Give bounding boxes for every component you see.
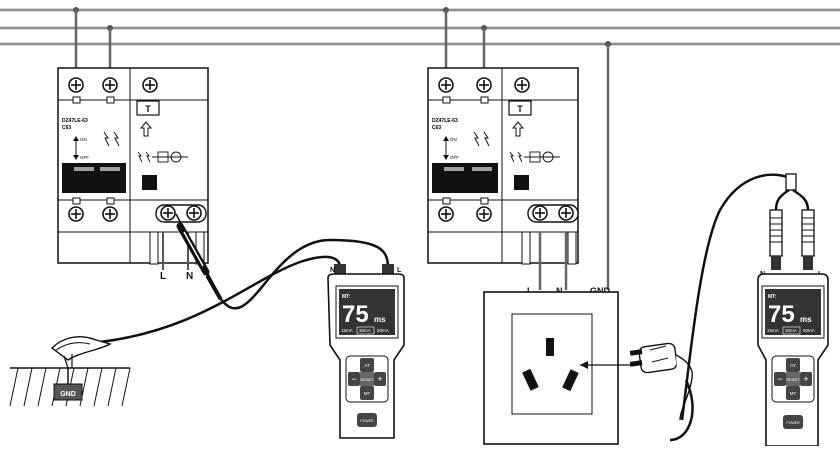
range-15ma: 15mA (767, 328, 779, 333)
cable-probe-to-tester (218, 238, 390, 310)
power-button[interactable]: POWER (786, 421, 800, 425)
reset-button[interactable]: RESET (360, 377, 374, 382)
reset-button[interactable]: RESET (786, 377, 800, 382)
tester-unit: ms (800, 315, 812, 324)
test-probe (175, 213, 223, 301)
tester-reading: 75 (342, 301, 369, 328)
power-button[interactable]: POWER (360, 419, 374, 423)
breaker-model: DZ47LE-63 (432, 118, 458, 124)
tester-reading: 75 (768, 301, 795, 328)
minus-button[interactable]: − (351, 374, 356, 384)
breaker-right: T DZ47LE-63 C63 ON OFF (427, 67, 579, 290)
mt-button[interactable]: MT (364, 391, 371, 396)
socket-gnd-label: GND (590, 286, 611, 296)
tester-right: N L MT: 75 ms 15mA 30mA 50mA AT MT − + R… (757, 271, 829, 447)
at-button[interactable]: AT (364, 363, 370, 368)
cable-plug-to-tester (669, 173, 791, 442)
bus-lines (0, 7, 840, 290)
socket-n-label: N (556, 286, 563, 296)
range-30ma: 30mA (359, 328, 371, 333)
tester-unit: ms (374, 315, 386, 324)
terminal-l-label: L (160, 271, 166, 282)
range-30ma: 30mA (785, 328, 797, 333)
on-label: ON (450, 137, 457, 142)
breaker-model: DZ47LE-63 (62, 118, 88, 124)
tester-left: N L MT: 75 ms 15mA 30mA 50mA AT MT − + R… (327, 264, 405, 439)
tester-screen-header: MT: (768, 294, 777, 300)
minus-button[interactable]: − (777, 374, 782, 384)
breaker-rating: C63 (432, 125, 441, 131)
socket-l-label: L (527, 286, 533, 296)
ground-clip: GND (9, 336, 131, 407)
plus-button[interactable]: + (377, 374, 382, 384)
wall-socket: L N GND (483, 286, 636, 445)
range-50ma: 50mA (803, 328, 815, 333)
port-n-label: N (330, 267, 335, 274)
ground-label: GND (60, 391, 76, 398)
y-split-lead (769, 173, 815, 270)
range-15ma: 15mA (341, 328, 353, 333)
plus-button[interactable]: + (803, 374, 808, 384)
on-label: ON (80, 137, 87, 142)
range-50ma: 50mA (377, 328, 389, 333)
terminal-n-label: N (186, 271, 193, 282)
mt-button[interactable]: MT (790, 391, 797, 396)
breaker-left: T DZ47LE-63 C63 ON OFF L N (57, 67, 209, 282)
tester-screen-header: MT: (342, 294, 351, 300)
breaker-rating: C63 (62, 125, 71, 131)
cable-ground-to-tester (99, 255, 342, 344)
test-button-label: T (145, 104, 151, 114)
off-label: OFF (80, 155, 89, 160)
port-l-label: L (397, 267, 402, 274)
at-button[interactable]: AT (790, 363, 796, 368)
test-button-label: T (517, 104, 523, 114)
off-label: OFF (450, 155, 459, 160)
